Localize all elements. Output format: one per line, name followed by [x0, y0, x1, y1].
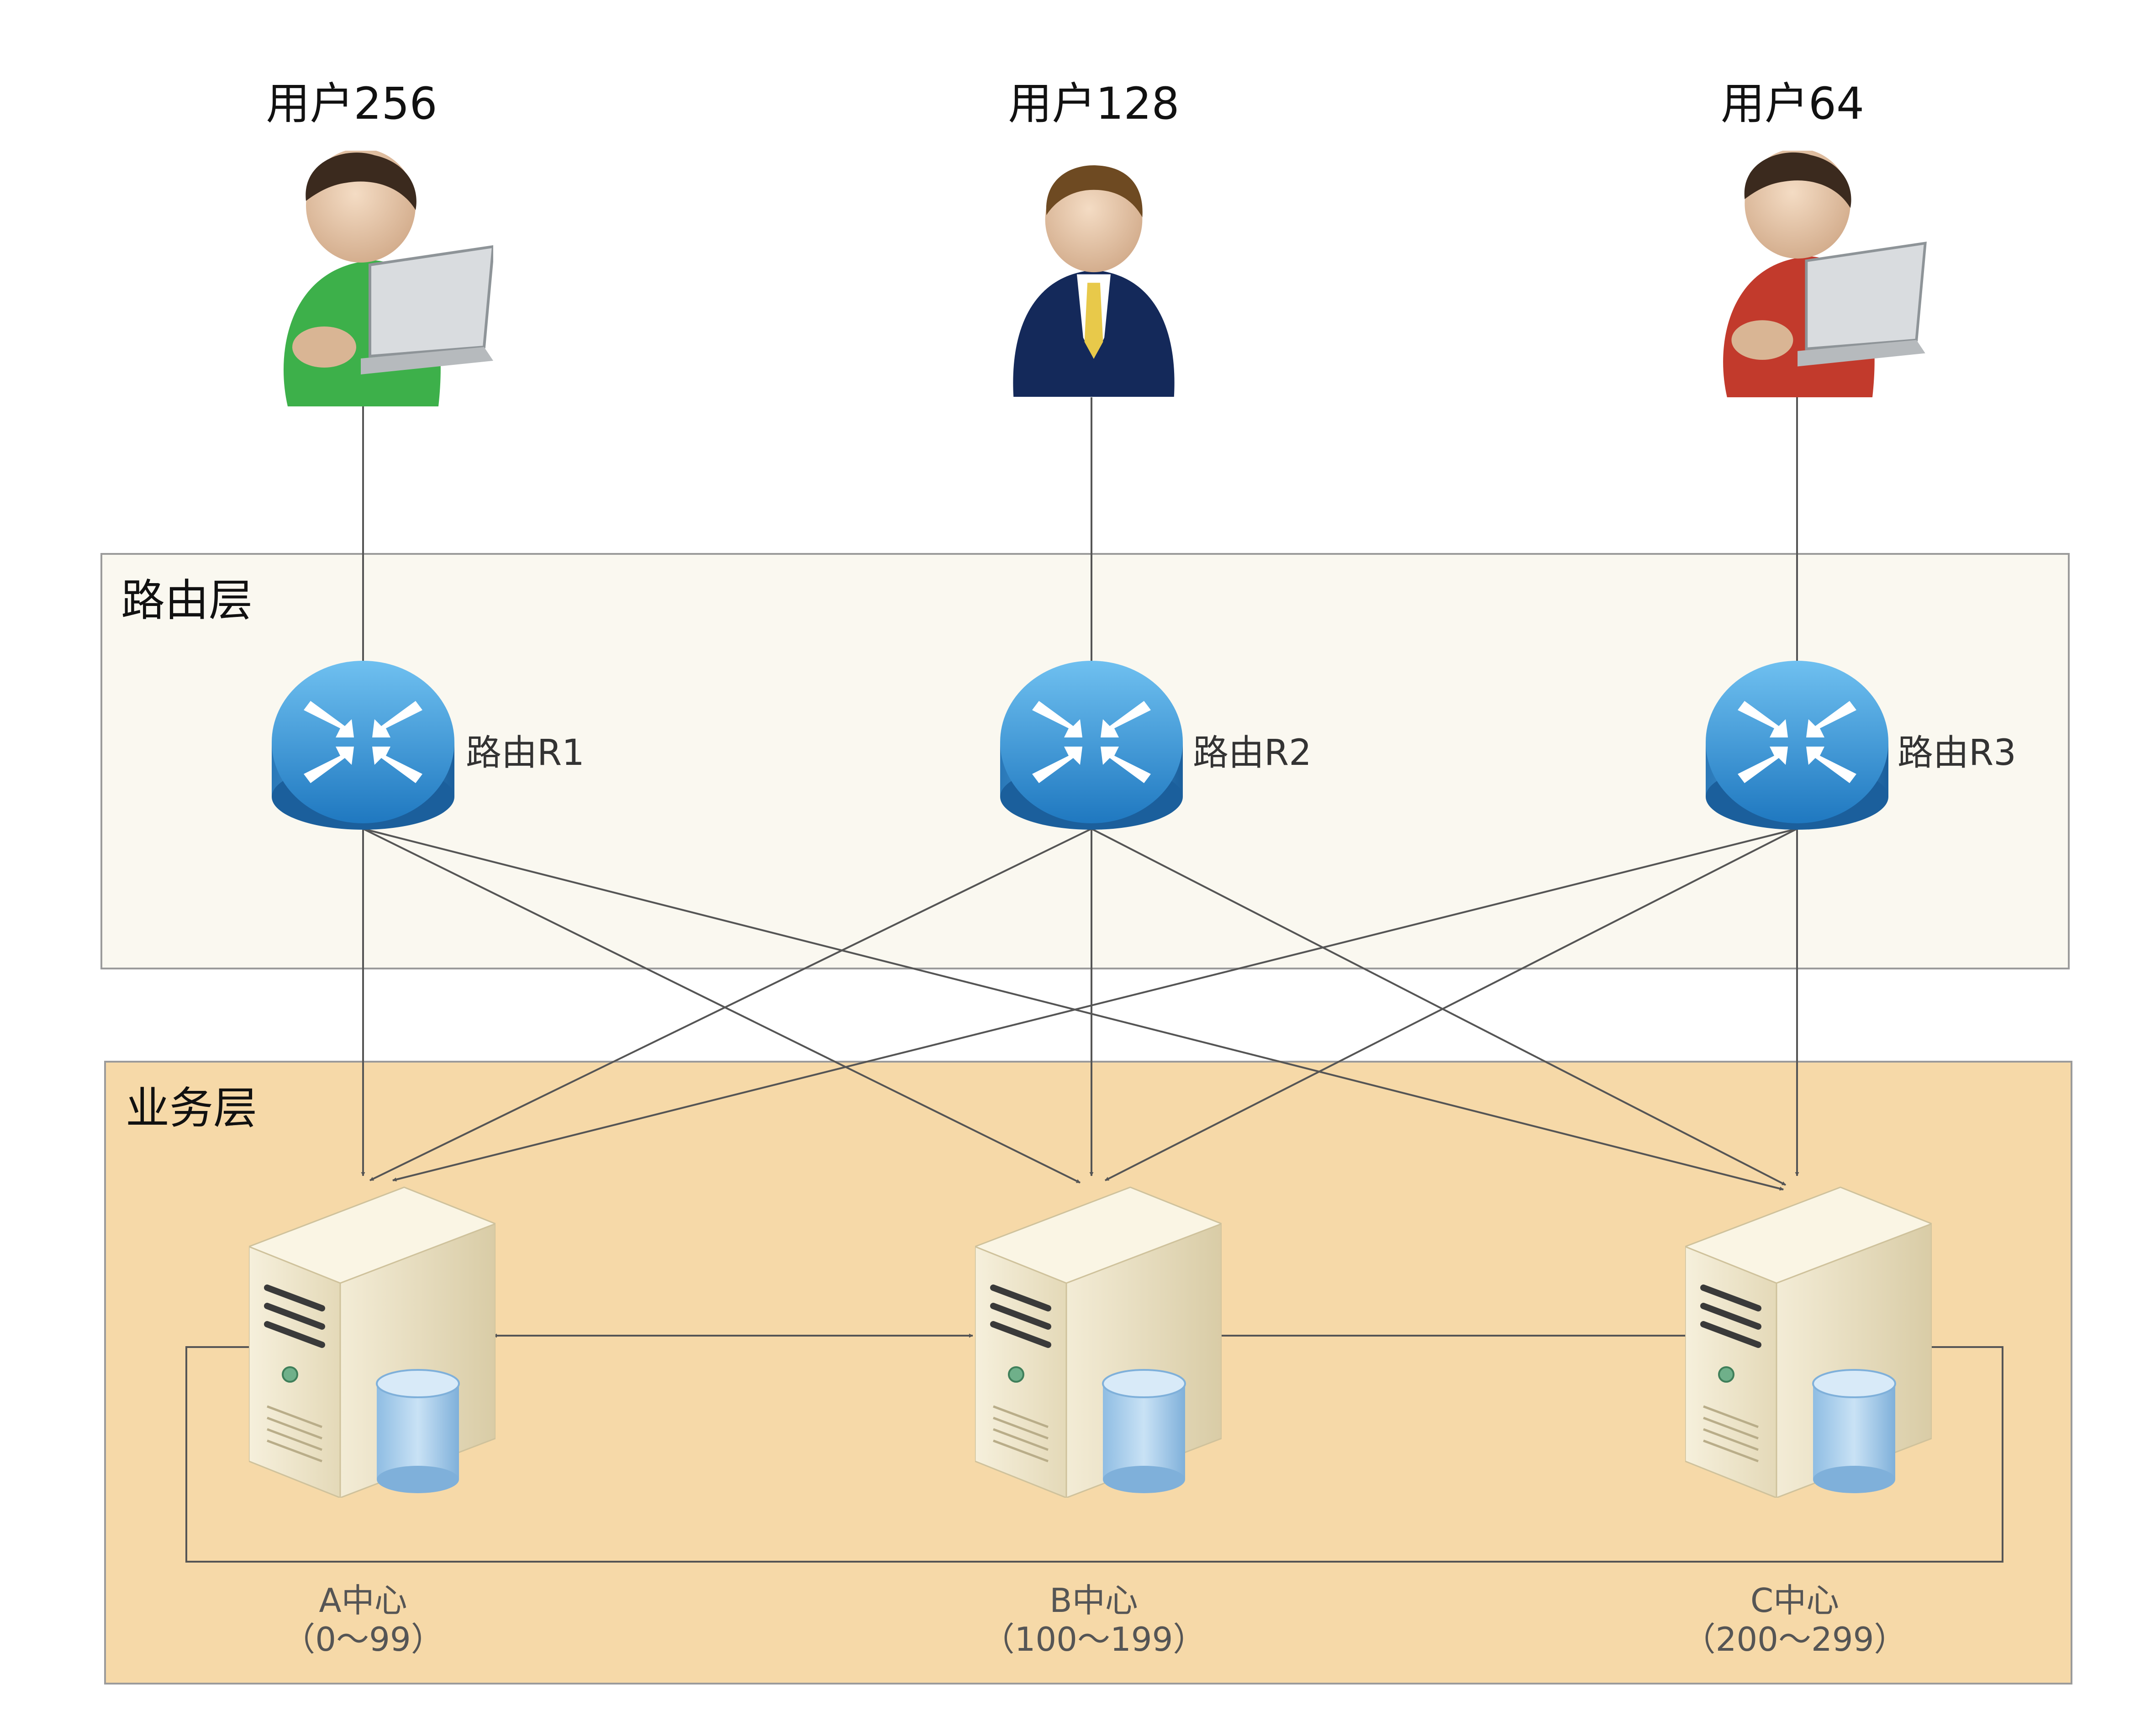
link-r3-a — [392, 828, 1798, 1182]
user-128: 用户128 — [1008, 78, 1180, 397]
user-red-laptop-icon — [1723, 148, 1925, 397]
user-business-suit-icon — [1013, 165, 1175, 397]
server-database-icon — [1685, 1187, 1932, 1498]
link-r1-b — [363, 828, 1081, 1184]
center-b: B中心 （100～199） — [975, 1187, 1222, 1658]
server-database-icon — [249, 1187, 496, 1498]
link-r2-a — [369, 828, 1092, 1181]
router-r2: 路由R2 — [1000, 661, 1312, 830]
user-label: 用户128 — [1008, 78, 1179, 129]
routing-layer-title: 路由层 — [121, 575, 253, 626]
user-label: 用户64 — [1721, 78, 1864, 129]
user-64: 用户64 — [1721, 78, 1925, 397]
center-c: C中心 （200～299） — [1683, 1187, 1932, 1658]
router-label: 路由R1 — [466, 732, 585, 774]
center-name: A中心 — [319, 1581, 407, 1620]
user-green-laptop-icon — [284, 148, 493, 406]
router-icon — [272, 661, 454, 830]
center-name: C中心 — [1750, 1581, 1839, 1620]
center-range: （100～199） — [982, 1620, 1206, 1658]
server-database-icon — [975, 1187, 1222, 1498]
router-r3: 路由R3 — [1706, 661, 2016, 830]
center-range: （0～99） — [282, 1620, 443, 1658]
router-icon — [1000, 661, 1183, 830]
center-name: B中心 — [1049, 1581, 1138, 1620]
router-icon — [1706, 661, 1888, 830]
center-range: （200～299） — [1683, 1620, 1907, 1658]
link-r2-c — [1091, 828, 1786, 1186]
router-r1: 路由R1 — [272, 661, 585, 830]
user-256: 用户256 — [266, 78, 493, 406]
business-layer-title: 业务层 — [126, 1083, 257, 1134]
link-r3-b — [1105, 828, 1798, 1181]
center-a: A中心 （0～99） — [249, 1187, 496, 1658]
connector-lines — [185, 393, 2003, 1563]
router-label: 路由R2 — [1193, 732, 1312, 774]
user-label: 用户256 — [266, 78, 437, 129]
router-label: 路由R3 — [1898, 732, 2016, 774]
link-a-c-loop — [185, 1345, 2003, 1563]
